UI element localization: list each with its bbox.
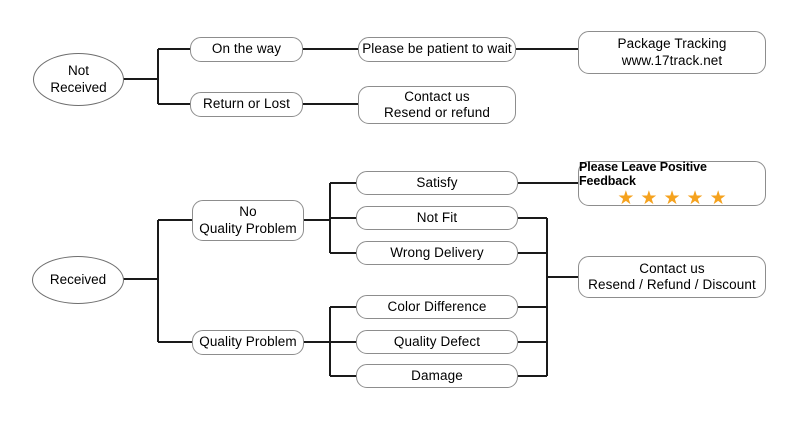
node-not-fit[interactable]: Not Fit [356,206,518,230]
star-icon[interactable]: ★ [617,188,635,210]
node-color-difference[interactable]: Color Difference [356,295,518,319]
node-quality-defect[interactable]: Quality Defect [356,330,518,354]
node-quality-problem[interactable]: Quality Problem [192,330,304,355]
node-return-or-lost[interactable]: Return or Lost [190,92,303,117]
star-icon[interactable]: ★ [663,188,681,210]
star-rating[interactable]: ★★★★★ [617,189,726,208]
star-icon[interactable]: ★ [640,188,658,210]
node-package-tracking[interactable]: Package Tracking www.17track.net [578,31,766,74]
node-satisfy[interactable]: Satisfy [356,171,518,195]
node-please-be-patient[interactable]: Please be patient to wait [358,37,516,62]
node-positive-feedback[interactable]: Please Leave Positive Feedback ★★★★★ [578,159,766,208]
node-no-quality-problem[interactable]: No Quality Problem [192,200,304,241]
node-received[interactable]: Received [32,256,124,304]
node-not-received[interactable]: Not Received [33,53,124,106]
node-damage[interactable]: Damage [356,364,518,388]
node-on-the-way[interactable]: On the way [190,37,303,62]
star-icon[interactable]: ★ [709,188,727,210]
positive-feedback-label: Please Leave Positive Feedback [579,159,707,188]
node-wrong-delivery[interactable]: Wrong Delivery [356,241,518,265]
node-contact-us-resend-refund-discount[interactable]: Contact us Resend / Refund / Discount [578,256,766,298]
node-contact-us-resend-or-refund[interactable]: Contact us Resend or refund [358,86,516,124]
star-icon[interactable]: ★ [686,188,704,210]
